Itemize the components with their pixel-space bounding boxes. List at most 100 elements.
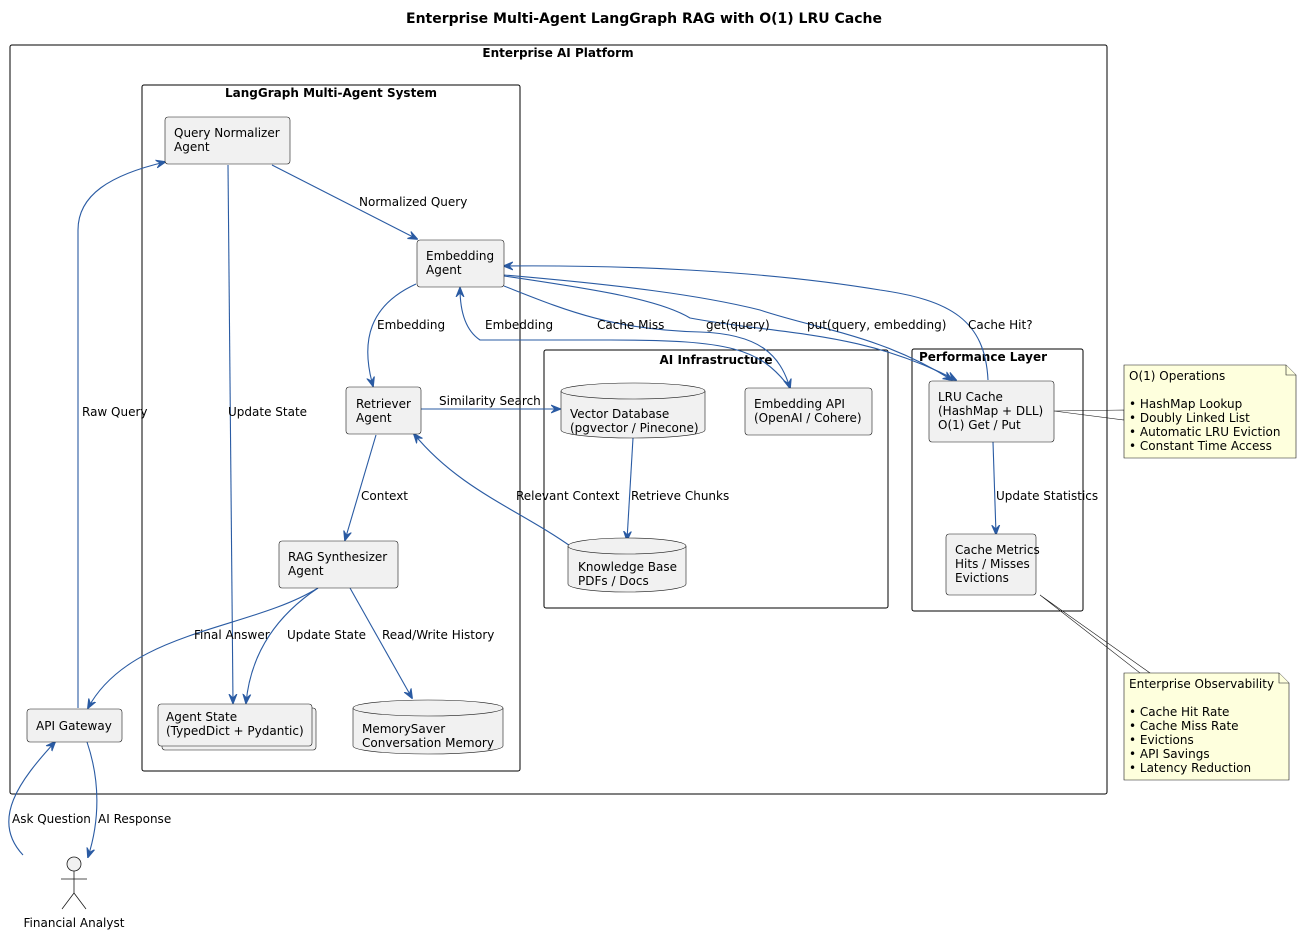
actor-financial-analyst[interactable]: Financial Analyst [24, 856, 125, 930]
note-obs-line6: • Latency Reduction [1129, 761, 1251, 775]
node-rag-synthesizer-line1: RAG Synthesizer [288, 550, 387, 564]
actor-label: Financial Analyst [24, 916, 125, 930]
node-embedding-api-line1: Embedding API [754, 397, 845, 411]
note-obs-line5: • API Savings [1129, 747, 1210, 761]
label-context: Context [361, 489, 408, 503]
node-cache-metrics-line1: Cache Metrics [955, 543, 1040, 557]
node-embedding-api[interactable]: Embedding API (OpenAI / Cohere) [744, 387, 873, 436]
note-obs-line1: Enterprise Observability [1129, 677, 1274, 691]
label-normalized-query: Normalized Query [359, 195, 467, 209]
node-cache-metrics-line2: Hits / Misses [955, 557, 1030, 571]
edge-embedding-1 [368, 283, 417, 386]
node-vector-database-line1: Vector Database [570, 407, 669, 421]
edge-normalized-query [271, 164, 417, 239]
note-ops-line2: • HashMap Lookup [1129, 397, 1242, 411]
edge-get-query [503, 275, 956, 380]
edge-update-state-2 [246, 587, 319, 703]
node-api-gateway[interactable]: API Gateway [26, 708, 123, 743]
label-relevant-context: Relevant Context [516, 489, 620, 503]
label-ask-question: Ask Question [12, 812, 91, 826]
label-ai-response: AI Response [98, 812, 171, 826]
edge-ai-response [86, 741, 98, 857]
node-rag-synthesizer[interactable]: RAG Synthesizer Agent [278, 540, 399, 589]
node-agent-state-line1: Agent State [166, 710, 237, 724]
note-obs-line3: • Cache Miss Rate [1129, 719, 1239, 733]
node-cache-metrics-line3: Evictions [955, 571, 1009, 585]
node-memory-saver[interactable]: MemorySaver Conversation Memory [352, 699, 504, 755]
node-lru-cache[interactable]: LRU Cache (HashMap + DLL) O(1) Get / Put [928, 380, 1055, 443]
node-cache-metrics[interactable]: Cache Metrics Hits / Misses Evictions [945, 533, 1040, 596]
frame-ai-infrastructure: AI Infrastructure [543, 349, 889, 609]
frame-title-langgraph: LangGraph Multi-Agent System [225, 86, 437, 100]
node-rag-synthesizer-line2: Agent [288, 564, 324, 578]
node-query-normalizer-line1: Query Normalizer [174, 126, 280, 140]
edge-relevant-context [414, 434, 574, 549]
node-agent-state[interactable]: Agent State (TypedDict + Pydantic) [157, 703, 317, 751]
edges [8, 162, 996, 857]
node-knowledge-base[interactable]: Knowledge Base PDFs / Docs [567, 537, 687, 593]
node-memory-saver-line2: Conversation Memory [362, 736, 494, 750]
node-embedding-agent-line2: Agent [426, 263, 462, 277]
note-ops-line3: • Doubly Linked List [1129, 411, 1250, 425]
frame-title-infra: AI Infrastructure [660, 353, 773, 367]
node-api-gateway-label: API Gateway [36, 719, 112, 733]
node-vector-database-line2: (pgvector / Pinecone) [570, 421, 699, 435]
node-knowledge-base-line2: PDFs / Docs [578, 574, 649, 588]
label-read-write-history: Read/Write History [382, 628, 494, 642]
edge-update-state-1 [227, 164, 233, 703]
node-lru-cache-line2: (HashMap + DLL) [938, 404, 1043, 418]
node-agent-state-line2: (TypedDict + Pydantic) [166, 724, 304, 738]
diagram-title: Enterprise Multi-Agent LangGraph RAG wit… [406, 11, 882, 27]
note-o1-operations: O(1) Operations • HashMap Lookup • Doubl… [1053, 364, 1297, 459]
label-cache-miss: Cache Miss [597, 318, 664, 332]
frame-enterprise-platform: Enterprise AI Platform [9, 44, 1108, 795]
node-retriever-agent-line2: Agent [356, 411, 392, 425]
node-knowledge-base-line1: Knowledge Base [578, 560, 677, 574]
note-enterprise-observability: Enterprise Observability • Cache Hit Rat… [1039, 594, 1290, 781]
label-update-state-1: Update State [228, 405, 307, 419]
frame-langgraph: LangGraph Multi-Agent System [141, 84, 521, 772]
edge-ask-question [8, 742, 55, 856]
note-ops-line5: • Constant Time Access [1129, 439, 1272, 453]
node-lru-cache-line1: LRU Cache [938, 390, 1003, 404]
node-lru-cache-line3: O(1) Get / Put [938, 418, 1021, 432]
note-ops-line4: • Automatic LRU Eviction [1129, 425, 1280, 439]
node-vector-database[interactable]: Vector Database (pgvector / Pinecone) [560, 382, 706, 439]
edge-labels: Raw Query Normalized Query Update State … [12, 195, 1098, 826]
label-put-query: put(query, embedding) [807, 318, 946, 332]
label-embedding-2: Embedding [485, 318, 553, 332]
edge-read-write-history [349, 587, 412, 698]
node-embedding-agent-line1: Embedding [426, 249, 494, 263]
edge-final-answer [88, 587, 319, 708]
frame-title-platform: Enterprise AI Platform [482, 46, 633, 60]
edge-cache-miss [503, 285, 790, 388]
note-obs-line2: • Cache Hit Rate [1129, 705, 1229, 719]
note-ops-line1: O(1) Operations [1129, 369, 1225, 383]
edge-cache-hit [504, 266, 989, 381]
frame-performance-layer: Performance Layer [911, 348, 1084, 612]
node-embedding-api-line2: (OpenAI / Cohere) [754, 411, 862, 425]
edge-raw-query [77, 162, 165, 708]
label-update-state-2: Update State [287, 628, 366, 642]
frame-title-perf: Performance Layer [919, 350, 1047, 364]
label-update-statistics: Update Statistics [996, 489, 1098, 503]
label-final-answer: Final Answer [194, 628, 270, 642]
note-obs-line4: • Evictions [1129, 733, 1194, 747]
edge-embedding-2 [460, 288, 791, 389]
node-memory-saver-line1: MemorySaver [362, 722, 445, 736]
node-query-normalizer-line2: Agent [174, 140, 210, 154]
label-cache-hit: Cache Hit? [968, 318, 1033, 332]
node-retriever-agent[interactable]: Retriever Agent [345, 386, 422, 435]
node-retriever-agent-line1: Retriever [356, 397, 411, 411]
edge-retrieve-chunks [627, 437, 634, 540]
label-embedding-1: Embedding [377, 318, 445, 332]
edge-context [345, 434, 377, 540]
label-retrieve-chunks: Retrieve Chunks [631, 489, 729, 503]
node-query-normalizer[interactable]: Query Normalizer Agent [164, 116, 291, 165]
edge-put-query [503, 274, 952, 380]
label-similarity-search: Similarity Search [439, 394, 541, 408]
node-embedding-agent[interactable]: Embedding Agent [416, 239, 505, 288]
label-raw-query: Raw Query [82, 405, 148, 419]
edge-update-statistics [993, 441, 996, 534]
